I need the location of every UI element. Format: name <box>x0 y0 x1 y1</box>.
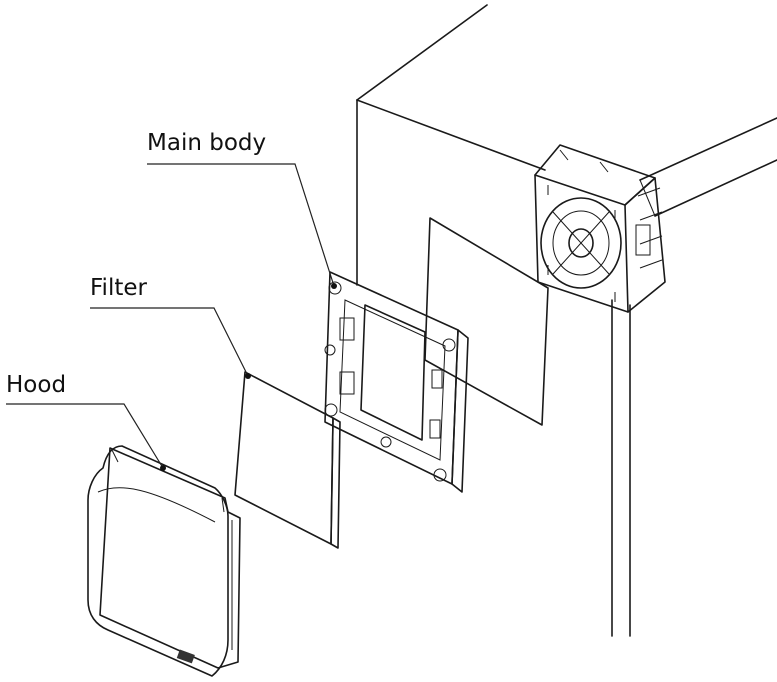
main-body <box>324 271 469 493</box>
hood <box>87 445 241 677</box>
filter-label: Filter <box>90 275 148 301</box>
main-body-label: Main body <box>147 130 266 156</box>
cooling-fan <box>534 144 666 313</box>
filter-leader-dot <box>245 373 251 379</box>
callout-hood: Hood <box>6 372 166 471</box>
hood-leader-dot <box>160 465 166 471</box>
gasket <box>424 217 549 426</box>
enclosure-wall <box>356 4 777 637</box>
hood-label: Hood <box>6 372 66 398</box>
main-body-leader-dot <box>331 283 337 289</box>
callout-filter: Filter <box>90 275 251 379</box>
callout-main-body: Main body <box>147 130 337 289</box>
filter <box>234 371 341 549</box>
